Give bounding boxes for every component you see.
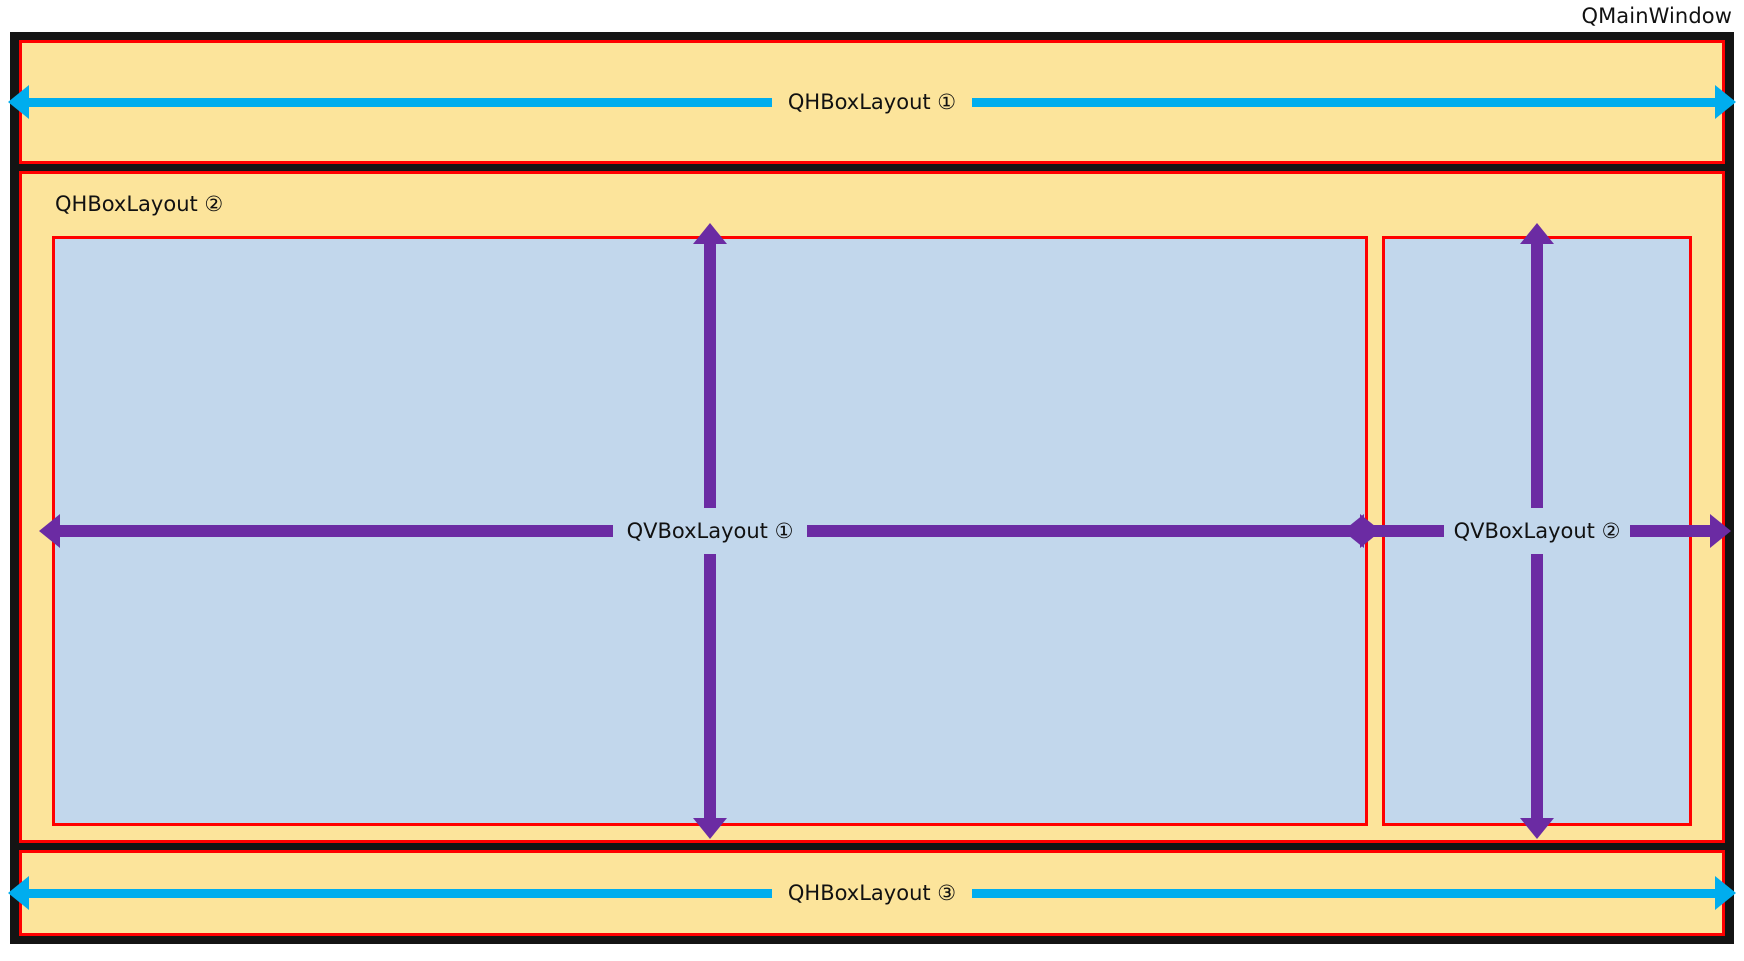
arrow-right-head-icon [972,97,1716,107]
left-vbox-panel: QVBoxLayout ① [52,236,1368,826]
middle-panels-container: QVBoxLayout ① QVBoxLayout ② [52,236,1712,826]
left-vbox-label: QVBoxLayout ① [612,520,808,542]
arrow-left-head-icon [28,97,772,107]
arrow-up-head-icon [1531,243,1543,508]
left-vertical-arrow [693,243,727,819]
bottom-horizontal-arrow: QHBoxLayout ③ [28,876,1716,910]
arrow-down-head-icon [704,554,716,819]
top-horizontal-arrow: QHBoxLayout ① [28,85,1716,119]
right-horizontal-arrow: QVBoxLayout ② [1363,514,1712,548]
right-vbox-label: QVBoxLayout ② [1443,520,1631,542]
top-hbox-label: QHBoxLayout ① [787,89,957,114]
main-window-title: QMainWindow [1581,4,1732,28]
top-hbox-region: QHBoxLayout ① [19,40,1725,164]
main-window-frame: QHBoxLayout ① QHBoxLayout ② QVBoxLa [10,32,1734,944]
bottom-hbox-region: QHBoxLayout ③ [19,850,1725,936]
middle-hbox-region: QHBoxLayout ② QVBoxLayout ① [19,171,1725,843]
right-vertical-arrow [1520,243,1554,819]
arrow-right-head-icon [807,525,1362,537]
bottom-hbox-label: QHBoxLayout ③ [787,880,957,905]
arrow-right-head-icon [1630,525,1712,537]
arrow-right-head-icon [972,888,1716,898]
arrow-up-head-icon [704,243,716,508]
arrow-left-head-icon [59,525,613,537]
middle-hbox-label: QHBoxLayout ② [55,192,224,216]
arrow-left-head-icon [28,888,772,898]
arrow-down-head-icon [1531,554,1543,819]
right-vbox-panel: QVBoxLayout ② [1363,236,1712,826]
arrow-left-head-icon [1363,525,1444,537]
left-horizontal-arrow: QVBoxLayout ① [59,514,1362,548]
